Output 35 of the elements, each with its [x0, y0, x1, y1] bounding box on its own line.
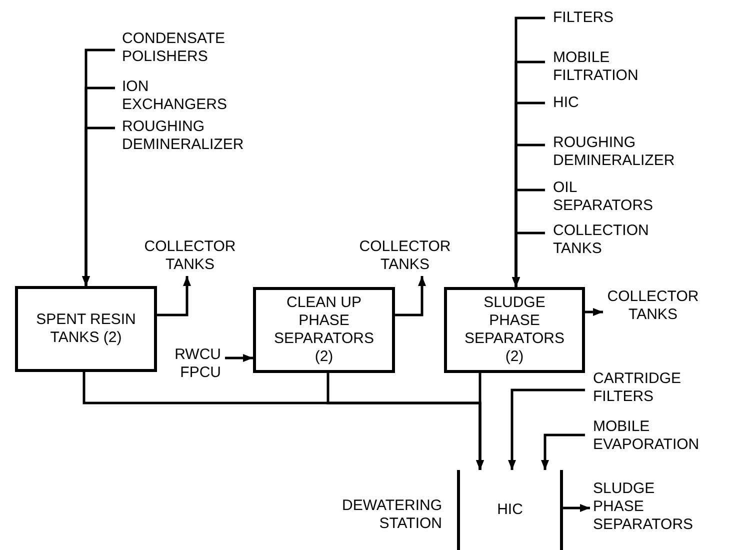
flow-label: ROUGHING DEMINERALIZER: [115, 118, 265, 156]
process-box: [15, 286, 157, 372]
flow-arrow: [82, 126, 115, 286]
flow-arrow: [541, 434, 585, 470]
box-label: SLUDGE PHASE SEPARATORS (2): [463, 294, 566, 366]
box-label: CLEAN UP PHASE SEPARATORS (2): [272, 294, 376, 366]
container-station: [457, 470, 563, 550]
flow-label: OIL SEPARATORS: [545, 179, 675, 217]
flow-arrow: [563, 504, 590, 512]
flow-label: ION EXCHANGERS: [115, 78, 235, 116]
flow-arrow: [585, 308, 603, 316]
flow-label: ROUGHING DEMINERALIZER: [545, 134, 695, 172]
flow-arrow: [225, 354, 253, 362]
flow-arrow: [395, 276, 426, 316]
flow-label: HIC: [545, 94, 665, 114]
flow-label: COLLECTOR TANKS: [355, 238, 455, 276]
flow-label: COLLECTION TANKS: [545, 222, 675, 260]
flow-label: SLUDGE PHASE SEPARATORS: [590, 480, 703, 536]
flow-arrow: [157, 276, 191, 316]
flow-label: MOBILE FILTRATION: [545, 49, 665, 87]
flow-label: MOBILE EVAPORATION: [585, 418, 720, 456]
flow-label: CONDENSATE POLISHERS: [115, 30, 240, 68]
process-box: [253, 287, 395, 373]
flow-arrow: [476, 373, 484, 470]
flow-label: COLLECTOR TANKS: [140, 238, 240, 276]
flow-label: RWCU FPCU: [158, 346, 225, 384]
flow-label: FILTERS: [545, 9, 665, 29]
flow-arrow: [512, 232, 545, 287]
process-box: [444, 287, 585, 373]
flow-label: CARTRIDGE FILTERS: [585, 370, 710, 408]
station-caption: DEWATERING STATION: [341, 497, 442, 533]
station-label: HIC: [497, 501, 523, 519]
box-label: SPENT RESIN TANKS (2): [35, 311, 137, 347]
flow-label: COLLECTOR TANKS: [603, 288, 703, 326]
flow-arrow: [508, 388, 585, 470]
